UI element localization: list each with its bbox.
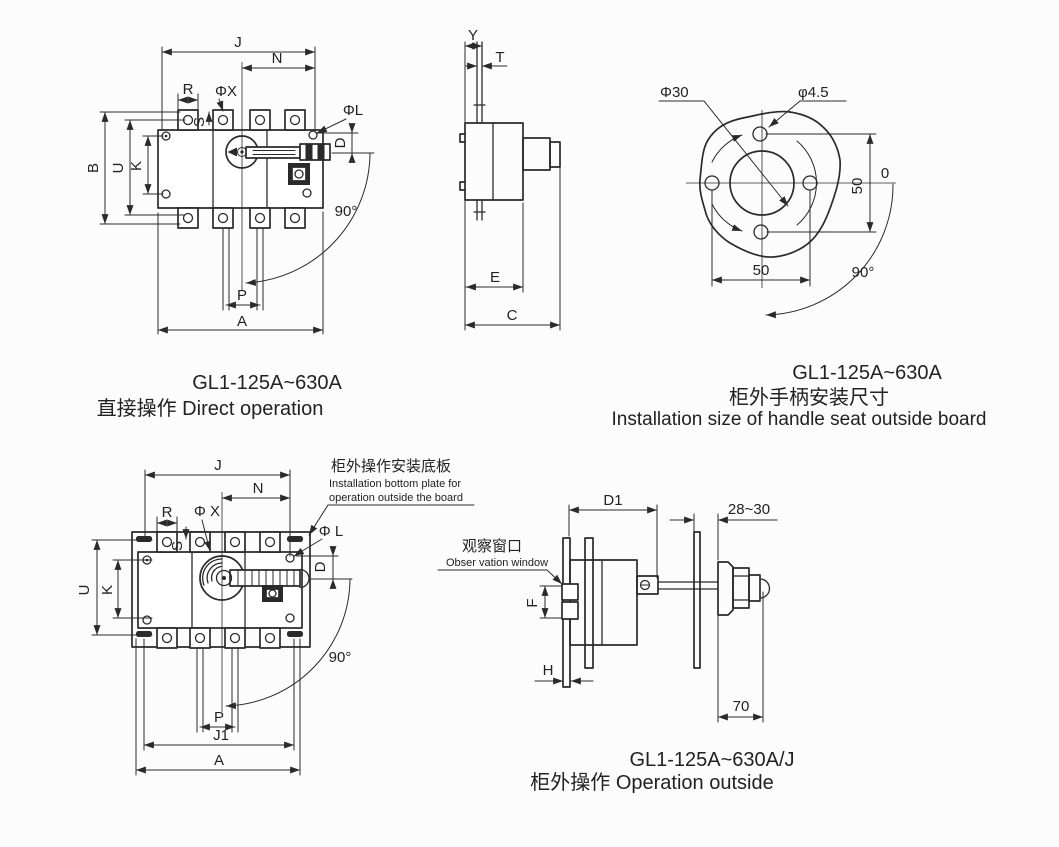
dim-label-angle: 90° (852, 264, 875, 281)
callout-bottom-plate-en2: operation outside the board (329, 492, 463, 504)
dim-label-phi-l: ΦL (343, 102, 363, 119)
rotation-arc (765, 183, 894, 319)
dim-label-phi-l: Φ L (319, 523, 343, 540)
dim-label-s: S (169, 541, 186, 551)
dim-label-panel-gap: 28~30 (728, 501, 770, 518)
dim-label-k: K (128, 161, 145, 171)
callout-observation-cn: 观察窗口 (462, 537, 522, 555)
dim-label-50-vertical: 50 (849, 178, 866, 195)
handle-seat-side (717, 561, 734, 616)
dim-label-j: J (214, 457, 222, 474)
dim-label-p: P (214, 709, 224, 726)
dim-label-k: K (99, 585, 116, 595)
rotation-arc (245, 152, 371, 286)
spring-spiral (202, 558, 223, 586)
spring-spiral (210, 565, 222, 582)
spacer-plate-side (584, 537, 594, 669)
dimensions-direct: J N R ΦX S ΦL B U K D (85, 34, 375, 335)
dim-label-phi30: Φ30 (660, 84, 689, 101)
dim-label-a: A (237, 313, 247, 330)
dim-label-50-horizontal: 50 (753, 262, 770, 279)
caption-direct-title: 直接操作 Direct operation (97, 397, 324, 420)
dim-label-e: E (490, 269, 500, 286)
view-side: Y T E C (459, 27, 561, 331)
dim-label-phi45: φ4.5 (798, 84, 829, 101)
mounting-plate (131, 531, 311, 648)
dim-label-d: D (312, 561, 329, 572)
shaft-coupling (636, 575, 659, 595)
dim-label-r: R (162, 504, 173, 521)
dim-label-f: F (524, 598, 541, 607)
callout-bottom-plate-en1: Installation bottom plate for (329, 478, 461, 490)
caption-outside-title: 柜外操作 Operation outside (530, 771, 773, 794)
caption-direct-model: GL1-125A~630A (192, 372, 342, 394)
dim-label-u: U (76, 585, 93, 596)
dim-label-phi-x: Φ X (194, 503, 220, 520)
callout-bottom-plate-cn: 柜外操作安装底板 (331, 457, 451, 475)
spring-spiral (206, 562, 223, 584)
caption-handle-seat-cn: 柜外手柄安装尺寸 (729, 386, 889, 409)
callout-bottom-plate: 柜外操作安装底板 Installation bottom plate for o… (308, 457, 475, 536)
dim-label-70: 70 (733, 698, 750, 715)
switch-body-side (459, 41, 561, 331)
dim-label-phi-x: ΦX (215, 83, 237, 100)
dim-label-angle: 90° (329, 649, 352, 666)
dim-label-n: N (253, 480, 264, 497)
observation-window (561, 601, 579, 620)
dim-label-r: R (183, 81, 194, 98)
dim-label-p: P (237, 287, 247, 304)
dimensions-outside-side: D1 28~30 F H 70 (524, 492, 778, 723)
dim-label-a: A (214, 752, 224, 769)
dim-label-j: J (234, 34, 242, 51)
observation-window (561, 583, 579, 601)
dim-label-u: U (110, 163, 127, 174)
dim-label-c: C (507, 307, 518, 324)
dimensions-outside-front: J N R Φ X S Φ L D 90° U K (76, 457, 353, 776)
handle-knob (759, 578, 771, 599)
mechanism-side (561, 513, 771, 688)
cabinet-panel (693, 531, 701, 669)
dim-label-d1: D1 (603, 492, 622, 509)
handle-seat-outline (686, 110, 896, 288)
drive-shaft (657, 581, 719, 590)
dim-label-s: S (191, 117, 208, 127)
dim-label-y: Y (468, 27, 478, 44)
handle-grip (748, 574, 761, 602)
dimensions-side: Y T E C (464, 27, 561, 331)
callout-observation-window: 观察窗口 Obser vation window (437, 537, 563, 585)
view-outside-front: J N R Φ X S Φ L D 90° U K (76, 457, 475, 776)
handle-housing (732, 567, 750, 609)
view-direct-operation: J N R ΦX S ΦL B U K D (85, 34, 375, 420)
rotation-arc (225, 578, 351, 710)
dim-label-d: D (332, 137, 349, 148)
dim-label-zero: 0 (881, 165, 889, 182)
dimensions-handle-seat: Φ30 φ4.5 50 0 50 90° (658, 84, 894, 319)
dim-label-b: B (85, 163, 102, 173)
view-outside-side: D1 28~30 F H 70 观察窗口 Obser vation window… (437, 492, 795, 794)
rotation-indicator-arc (711, 134, 743, 163)
dim-label-j1: J1 (213, 727, 229, 744)
callout-observation-en: Obser vation window (446, 557, 548, 569)
dim-label-n: N (272, 50, 283, 67)
switch-body-side (569, 559, 638, 646)
dim-label-angle: 90° (335, 203, 358, 220)
view-handle-seat: Φ30 φ4.5 50 0 50 90° GL1-125A~630A 柜外手柄安… (612, 84, 987, 430)
caption-outside-model: GL1-125A~630A/J (629, 749, 794, 771)
rotation-indicator-arc (711, 203, 743, 232)
caption-handle-seat-en: Installation size of handle seat outside… (612, 409, 987, 430)
caption-handle-seat-model: GL1-125A~630A (792, 362, 942, 384)
dim-label-h: H (543, 662, 554, 679)
dim-label-t: T (495, 49, 504, 66)
